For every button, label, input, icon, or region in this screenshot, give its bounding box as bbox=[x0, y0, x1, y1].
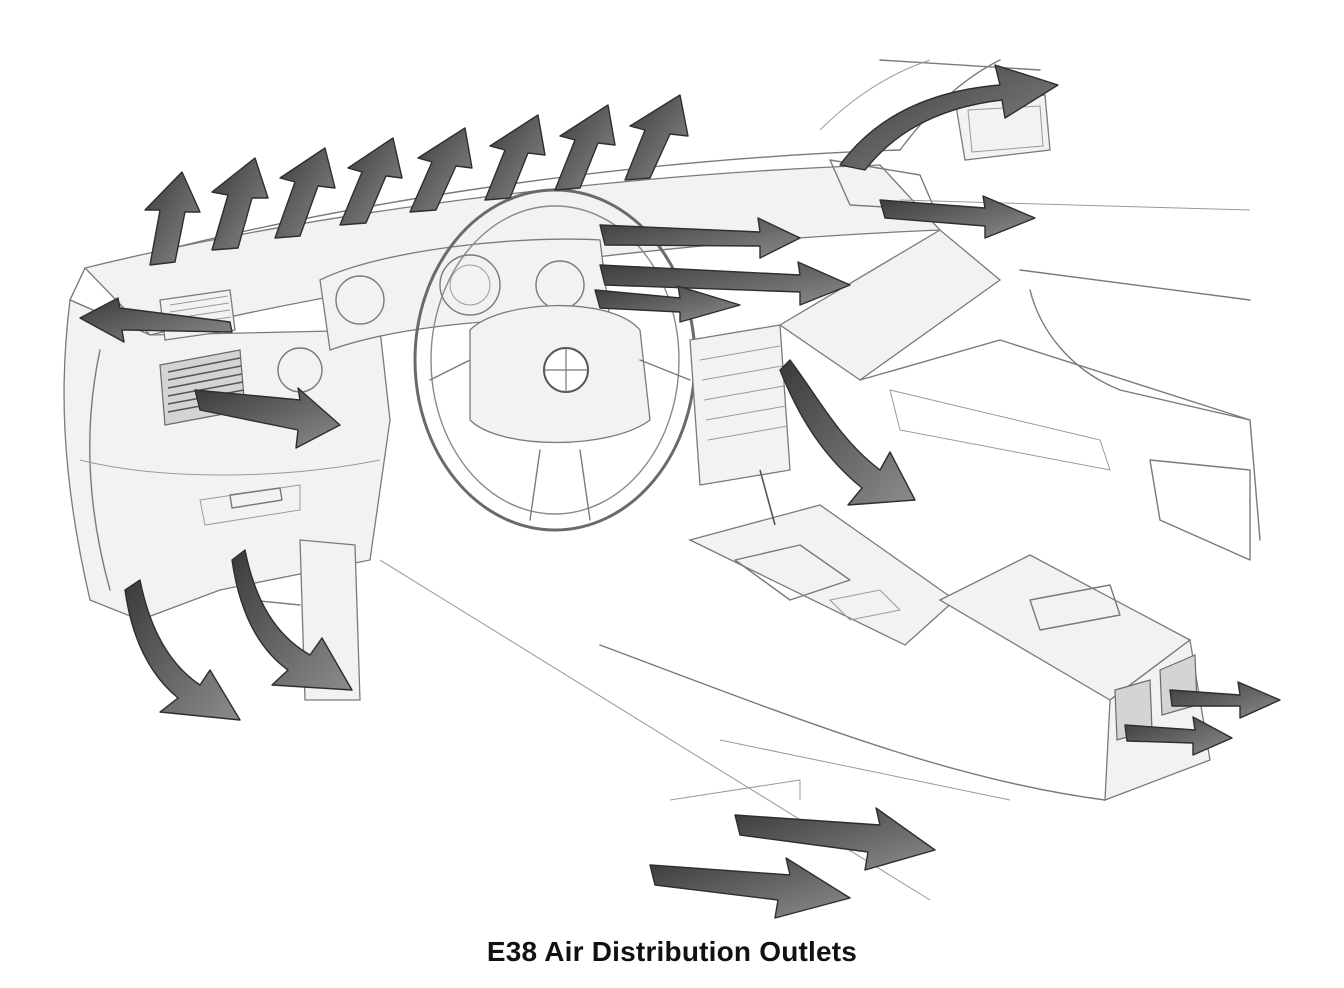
airflow-arrow-icon bbox=[624, 94, 689, 181]
airflow-arrow-icon bbox=[409, 127, 473, 213]
defrost-arrows bbox=[144, 64, 1059, 266]
airflow-arrow-icon bbox=[79, 297, 233, 343]
airflow-arrow-icon bbox=[231, 549, 353, 691]
airflow-arrow-icon bbox=[879, 195, 1036, 239]
rear-console bbox=[599, 554, 1211, 801]
airflow-arrow-icon bbox=[599, 217, 801, 259]
dashboard-illustration bbox=[63, 59, 1281, 919]
airflow-arrow-icon bbox=[599, 261, 851, 306]
airflow-arrow-icon bbox=[554, 104, 616, 191]
airflow-arrow-icon bbox=[144, 171, 201, 266]
airflow-arrow-icon bbox=[1124, 716, 1233, 756]
figure-caption: E38 Air Distribution Outlets bbox=[486, 936, 858, 967]
dashboard-body-left bbox=[63, 299, 391, 621]
airflow-arrow-icon bbox=[1169, 681, 1281, 719]
rear-footwell-arrows bbox=[649, 807, 936, 919]
airflow-arrow-icon bbox=[194, 387, 341, 449]
airflow-arrow-icon bbox=[779, 359, 916, 506]
instrument-cluster bbox=[277, 238, 611, 393]
steering-wheel bbox=[413, 188, 697, 532]
dash-vent-arrows bbox=[79, 195, 1036, 449]
passenger-door bbox=[859, 199, 1261, 561]
center-stack bbox=[688, 324, 957, 646]
footwell-arrows bbox=[124, 359, 916, 721]
airflow-arrow-icon bbox=[839, 64, 1059, 171]
airflow-arrow-icon bbox=[211, 157, 269, 251]
airflow-arrow-icon bbox=[594, 285, 741, 323]
airflow-arrow-icon bbox=[274, 147, 336, 239]
airflow-arrow-icon bbox=[484, 114, 546, 201]
airflow-arrow-icon bbox=[339, 137, 403, 226]
airflow-arrow-icon bbox=[734, 807, 936, 871]
rear-console-arrows bbox=[1124, 681, 1281, 756]
airflow-arrow-icon bbox=[649, 857, 851, 919]
airflow-arrow-icon bbox=[124, 579, 241, 721]
